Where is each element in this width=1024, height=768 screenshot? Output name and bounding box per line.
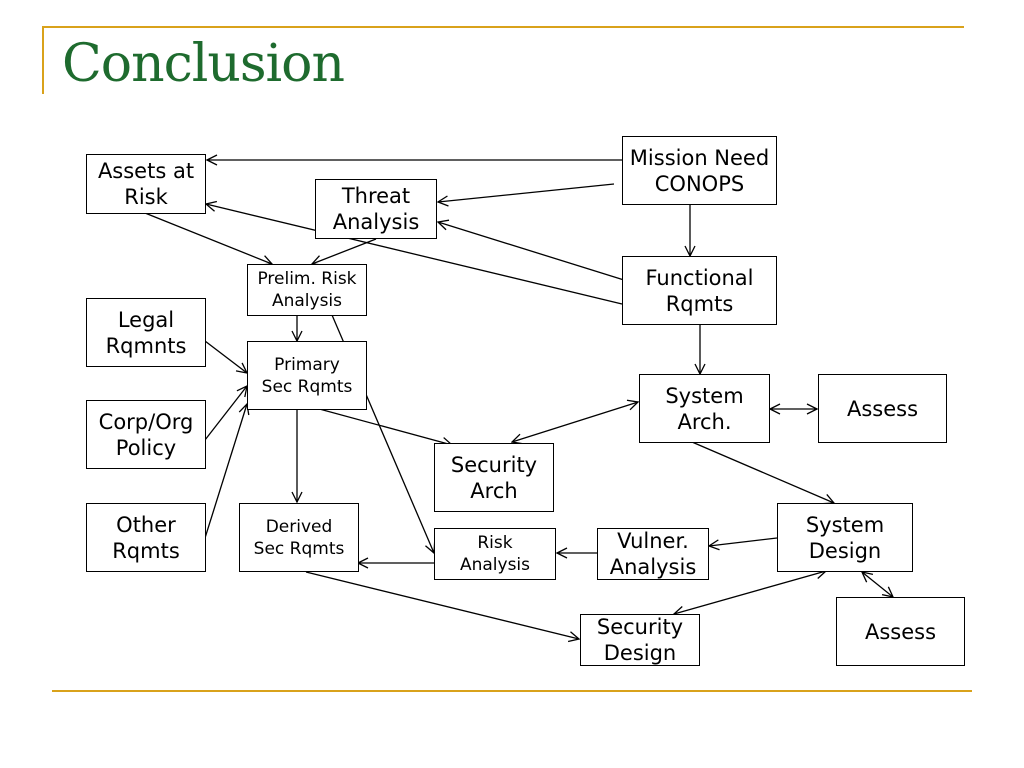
node-system-arch: System Arch. — [639, 374, 770, 443]
edge-mission-to-threat — [438, 183, 615, 202]
node-risk-analysis: Risk Analysis — [434, 528, 556, 580]
edge-sysdesign-assess — [862, 572, 893, 597]
edge-derived-to-secdesign — [305, 571, 579, 639]
edge-assets-to-prelim — [144, 212, 272, 264]
node-vulner-analysis: Vulner. Analysis — [597, 528, 709, 580]
node-security-design: Security Design — [580, 614, 700, 666]
edge-sysarch-secarch — [512, 402, 638, 442]
edge-sysarch-to-sysdesign — [691, 441, 834, 503]
node-legal-rqmnts: Legal Rqmnts — [86, 298, 206, 367]
left-accent-rule — [42, 26, 44, 94]
edge-other-to-primary — [204, 404, 247, 539]
slide-title: Conclusion — [62, 34, 345, 94]
node-mission-need-conops: Mission Need CONOPS — [622, 136, 777, 205]
node-security-arch: Security Arch — [434, 443, 554, 512]
node-derived-sec-rqmts: Derived Sec Rqmts — [239, 503, 359, 572]
edge-threat-to-prelim — [312, 238, 377, 264]
node-prelim-risk-analysis: Prelim. Risk Analysis — [247, 264, 367, 316]
node-threat-analysis: Threat Analysis — [315, 179, 437, 239]
edge-functional-to-assets — [206, 204, 623, 305]
edge-primary-to-secarch — [311, 406, 452, 445]
node-assess-top: Assess — [818, 374, 947, 443]
bottom-accent-rule — [52, 690, 972, 692]
edge-sysdesign-to-vulner — [709, 537, 778, 546]
node-primary-sec-rqmts: Primary Sec Rqmts — [247, 341, 367, 410]
edge-functional-to-threat — [438, 222, 625, 281]
node-system-design: System Design — [777, 503, 913, 572]
node-assess-bottom: Assess — [836, 597, 965, 666]
node-assets-at-risk: Assets at Risk — [86, 154, 206, 214]
edge-corp-to-primary — [204, 386, 247, 441]
node-other-rqmts: Other Rqmts — [86, 503, 206, 572]
node-corp-org-policy: Corp/Org Policy — [86, 400, 206, 469]
edge-legal-to-primary — [204, 340, 247, 373]
top-accent-rule — [42, 26, 964, 28]
edge-sysdesign-secdesign — [674, 571, 826, 614]
node-functional-rqmts: Functional Rqmts — [622, 256, 777, 325]
